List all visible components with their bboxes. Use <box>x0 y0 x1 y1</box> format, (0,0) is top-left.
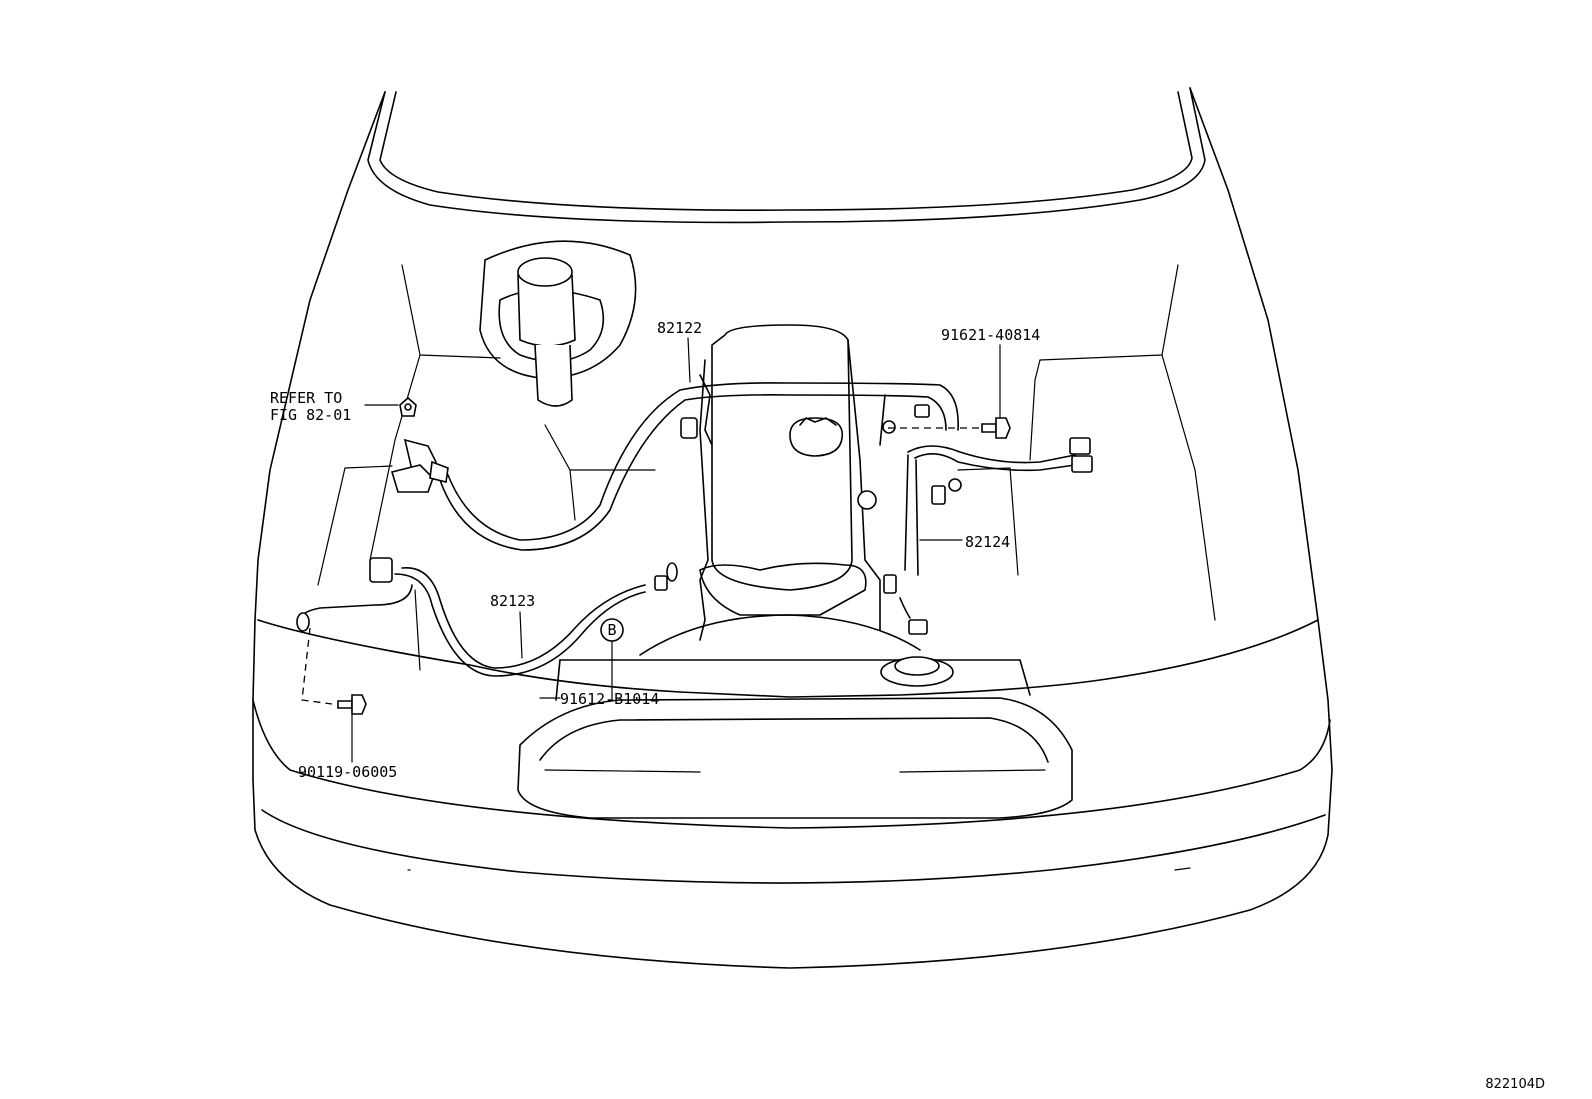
harness-82124 <box>883 437 1093 635</box>
grille-opening <box>517 697 1073 819</box>
battery-terminals <box>390 438 449 493</box>
callout-b: B <box>600 618 624 642</box>
bolt-90119 <box>301 627 367 715</box>
harness-82122 <box>439 374 962 551</box>
label-82124: 82124 <box>965 533 1010 551</box>
callout-b-letter: B <box>607 621 616 639</box>
refer-nut <box>399 396 417 417</box>
leader-lines <box>317 337 1001 763</box>
refer-to-line2: FIG 82-01 <box>270 406 351 424</box>
engine-block <box>555 324 1031 701</box>
label-91612-B1014: 91612-B1014 <box>560 690 659 708</box>
harness-82123 <box>296 557 678 677</box>
engine-bay <box>369 264 1216 671</box>
drawing-code: 822104D <box>1485 1077 1545 1092</box>
label-90119-06005: 90119-06005 <box>298 763 397 781</box>
label-82123: 82123 <box>490 592 535 610</box>
refer-to-line1: REFER TO <box>270 389 342 407</box>
label-82122: 82122 <box>657 319 702 337</box>
car-body-outline <box>252 87 1333 969</box>
label-91621-40814: 91621-40814 <box>941 326 1040 344</box>
brake-booster <box>479 240 637 407</box>
bolt-91621 <box>888 417 1011 439</box>
